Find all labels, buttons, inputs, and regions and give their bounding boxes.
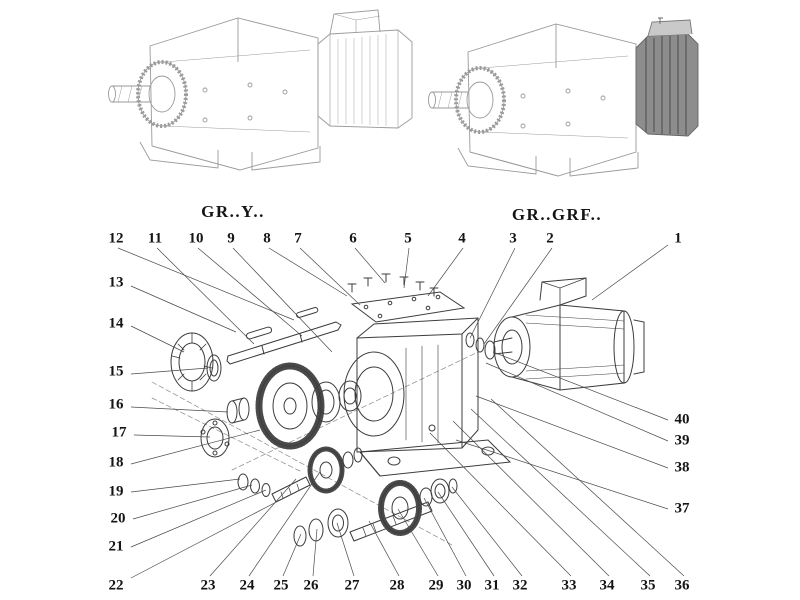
construction-lines: [151, 351, 479, 546]
part-number-20: 20: [110, 510, 126, 527]
model-label-gr-grf: GR..GRF..: [511, 205, 603, 224]
gear-housing: [343, 317, 512, 477]
output-washers: [465, 332, 496, 360]
exploded-view: [151, 273, 645, 547]
model-label-gr-y: GR..Y..: [201, 202, 265, 221]
part-number-22: 22: [108, 577, 124, 594]
part-number-35: 35: [640, 577, 656, 594]
part-number-10: 10: [188, 230, 204, 247]
part-number-30: 30: [456, 577, 472, 594]
spacer-16: [226, 397, 250, 424]
cover-bolts: [347, 273, 439, 297]
part-number-2: 2: [546, 230, 554, 247]
part-number-3: 3: [509, 230, 517, 247]
assembled-view-gr-grf: [428, 17, 699, 177]
seal-ring-15: [206, 354, 222, 382]
intermediate-pinion-set: [237, 446, 363, 503]
ball-bearing-17: [200, 418, 230, 458]
motor-exploded: [493, 277, 645, 391]
ball-bearing-mid: [338, 380, 362, 412]
part-number-5: 5: [404, 230, 412, 247]
fan-housing-dark-block: [635, 17, 699, 137]
output-shaft-set: [293, 478, 458, 547]
gear-ring: [311, 381, 341, 423]
part-number-6: 6: [349, 230, 357, 247]
part-number-1: 1: [674, 230, 682, 247]
part-number-8: 8: [263, 230, 271, 247]
part-number-15: 15: [108, 363, 124, 380]
part-number-39: 39: [674, 432, 690, 449]
part-number-31: 31: [484, 577, 500, 594]
part-number-38: 38: [674, 459, 690, 476]
part-number-21: 21: [108, 538, 124, 555]
part-number-11: 11: [147, 230, 163, 247]
part-number-7: 7: [294, 230, 302, 247]
part-number-19: 19: [108, 483, 124, 500]
part-number-37: 37: [674, 500, 690, 517]
part-number-26: 26: [303, 577, 319, 594]
top-cover: [350, 291, 466, 323]
part-number-14: 14: [108, 315, 124, 332]
large-gear: [255, 362, 325, 450]
part-number-36: 36: [674, 577, 690, 594]
assembled-view-gr-y: [108, 9, 413, 171]
part-number-28: 28: [389, 577, 405, 594]
part-number-17: 17: [111, 424, 127, 441]
part-number-40: 40: [674, 411, 690, 428]
roller-bearing-14: [170, 332, 214, 392]
part-number-4: 4: [458, 230, 466, 247]
part-number-27: 27: [344, 577, 360, 594]
motor-gr-y: [317, 9, 413, 129]
part-number-16: 16: [108, 396, 124, 413]
part-number-25: 25: [273, 577, 289, 594]
part-number-32: 32: [512, 577, 528, 594]
part-number-34: 34: [599, 577, 615, 594]
part-number-12: 12: [108, 230, 124, 247]
part-number-33: 33: [561, 577, 577, 594]
part-number-29: 29: [428, 577, 444, 594]
part-number-13: 13: [108, 274, 124, 291]
part-number-24: 24: [239, 577, 255, 594]
part-number-18: 18: [108, 454, 124, 471]
part-number-9: 9: [227, 230, 235, 247]
input-shaft: [226, 306, 342, 365]
leader-lines: [117, 244, 685, 579]
part-number-23: 23: [200, 577, 216, 594]
